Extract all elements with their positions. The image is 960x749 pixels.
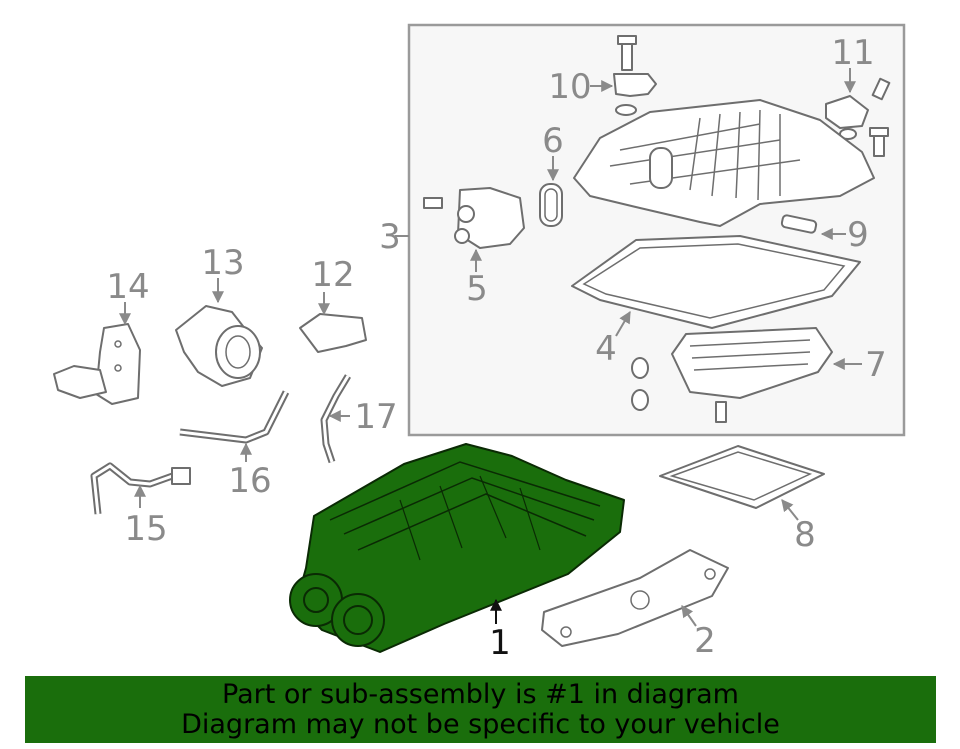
callout-4: 4: [595, 329, 617, 369]
part-12-bracket[interactable]: [299, 313, 367, 353]
part-6-gasket[interactable]: [539, 183, 563, 227]
callout-14: 14: [106, 267, 149, 307]
part-15-hose[interactable]: [90, 462, 191, 515]
part-2-gasket[interactable]: [541, 549, 729, 647]
leader-lines: [119, 68, 862, 627]
callout-11: 11: [831, 33, 874, 73]
callout-labels: 1 2 3 4 5 6 7 8 9 10 11 12 13 14 15 16 1…: [106, 33, 886, 663]
callout-7: 7: [865, 345, 887, 385]
callout-16: 16: [228, 461, 271, 501]
callout-6: 6: [542, 121, 564, 161]
callout-12: 12: [311, 255, 354, 295]
callout-9: 9: [847, 215, 869, 255]
part-7-cooler[interactable]: [631, 327, 833, 423]
part-3-intake-cover[interactable]: [573, 99, 875, 227]
part-13-valve[interactable]: [175, 305, 263, 387]
part-11-sensor[interactable]: [825, 77, 891, 157]
callout-3: 3: [379, 217, 401, 257]
callout-2: 2: [694, 621, 716, 661]
part-8-gasket[interactable]: [659, 445, 825, 509]
part-14-valve[interactable]: [53, 323, 141, 405]
part-17-hose[interactable]: [320, 374, 352, 464]
callout-5: 5: [466, 269, 488, 309]
callout-10: 10: [548, 67, 591, 107]
notice-banner: Part or sub-assembly is #1 in diagram Di…: [25, 676, 936, 743]
part-10-sensor[interactable]: [613, 35, 657, 116]
callout-15: 15: [124, 509, 167, 549]
part-16-hose[interactable]: [179, 390, 290, 444]
part-4-gasket[interactable]: [571, 235, 861, 329]
banner-line-1: Part or sub-assembly is #1 in diagram: [222, 679, 739, 710]
callout-13: 13: [201, 243, 244, 283]
part-5-valve-body[interactable]: [423, 187, 525, 249]
banner-line-2: Diagram may not be specific to your vehi…: [181, 709, 780, 740]
callout-1: 1: [489, 623, 511, 663]
part-1-supercharger[interactable]: [289, 443, 625, 653]
callout-8: 8: [794, 515, 816, 555]
part-9-sensor[interactable]: [780, 214, 818, 234]
callout-17: 17: [354, 397, 397, 437]
